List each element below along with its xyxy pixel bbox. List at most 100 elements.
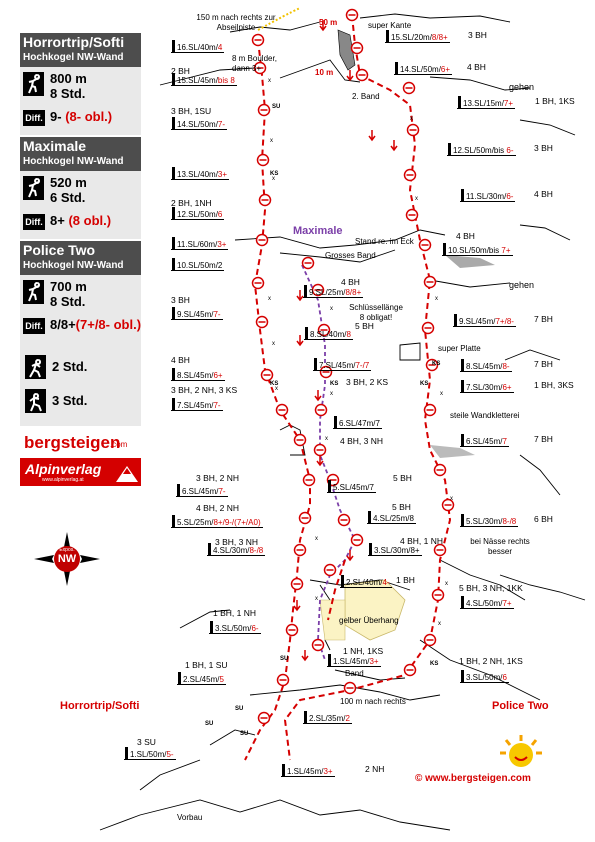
pitch-bar-icon bbox=[172, 398, 175, 410]
pitch-number: 1.SL/50m/ bbox=[130, 750, 167, 759]
pitch-number: 7.SL/30m/ bbox=[466, 383, 503, 392]
bolt-marker-icon: x bbox=[272, 176, 275, 182]
pitch-grade: 8-/8 bbox=[502, 517, 517, 526]
note-10m: 10 m bbox=[315, 68, 334, 77]
pitch-number: 1.SL/45m/ bbox=[287, 767, 324, 776]
bergsteigen-logo: bergsteigen .com bbox=[24, 433, 128, 452]
pitch-number: 15.SL/20m/ bbox=[391, 33, 432, 42]
route-label-maximale: Maximale bbox=[293, 225, 343, 237]
bolt-marker-icon: x bbox=[315, 536, 318, 542]
maximale-pitch-label: 4.SL/25m/8 bbox=[367, 511, 416, 524]
alpinverlag-logo: Alpinverlag www.alpinverlag.at bbox=[20, 458, 141, 486]
pitch-number: 4.SL/30m/ bbox=[213, 546, 250, 555]
pitch-protection: 3 BH, 3 NH bbox=[215, 537, 258, 547]
bolt-marker-icon: x bbox=[330, 306, 333, 312]
pitch-number: 8.SL/45m/ bbox=[177, 371, 214, 380]
pitch-number: 8.SL/40m/ bbox=[310, 330, 347, 339]
pitch-bar-icon bbox=[177, 484, 180, 496]
pitch-number: 16.SL/40m/ bbox=[177, 43, 218, 52]
police-two-pitch-label: 3.SL/50m/6 bbox=[460, 670, 509, 683]
pitch-grade: 8- bbox=[502, 362, 510, 371]
note-boulder: 8 m Boulder, dann 3+ bbox=[232, 54, 277, 73]
rock-shadow bbox=[430, 445, 475, 458]
horrortrip-pitch-label: 5.SL/25m/8+/9-/(7+/A0) bbox=[171, 515, 263, 528]
note-super-kante: super Kante bbox=[368, 21, 412, 30]
horrortrip-pitch-label: 1.SL/50m/5- bbox=[124, 747, 176, 760]
bolt-marker-icon: x bbox=[268, 296, 271, 302]
pitch-protection: 3 BH bbox=[468, 30, 487, 40]
police-two-pitch-label: 8.SL/45m/8- bbox=[460, 359, 512, 372]
route-grade-obligatory: (8- obl.) bbox=[65, 109, 113, 124]
rock-line bbox=[334, 669, 406, 681]
difficulty-icon: Diff. bbox=[23, 110, 45, 126]
horrortrip-pitch-label: 6.SL/45m/7- bbox=[176, 484, 228, 497]
ks-marker: KS bbox=[432, 361, 440, 367]
horrortrip-pitch-label: 8.SL/45m/6+ bbox=[171, 368, 225, 381]
pitch-number: 5.SL/45m/ bbox=[333, 483, 370, 492]
pitch-bar-icon bbox=[172, 40, 175, 52]
pitch-grade: 7-/7 bbox=[355, 361, 370, 370]
route-info-horrortrip: Horrortrip/Softi Hochkogel NW-Wand 800 m… bbox=[20, 33, 141, 135]
descent-arrow-icon bbox=[368, 130, 376, 142]
police-two-pitch-label: 14.SL/50m/6+ bbox=[394, 62, 453, 75]
pitch-number: 8.SL/45m/ bbox=[466, 362, 503, 371]
police-two-pitch-label: 2.SL/35m/2 bbox=[303, 711, 352, 724]
police-two-pitch-label: 15.SL/20m/8/8+ bbox=[385, 30, 450, 43]
horrortrip-pitch-label: 12.SL/50m/6 bbox=[171, 207, 225, 220]
rock-line bbox=[519, 454, 561, 496]
route-name: Maximale bbox=[23, 138, 87, 154]
rock-line bbox=[429, 76, 531, 91]
pitch-protection: 3 BH, 2 NH, 3 KS bbox=[171, 385, 238, 395]
descent-arrow-icon bbox=[296, 335, 304, 347]
rock-line bbox=[159, 67, 256, 86]
police-two-pitch-label: 6.SL/45m/7 bbox=[460, 434, 509, 447]
pitch-grade: 6+ bbox=[213, 371, 223, 380]
pitch-number: 9.SL/45m/ bbox=[459, 317, 496, 326]
pitch-protection: 3 BH, 1SU bbox=[171, 106, 212, 116]
note-stand: Stand re. im Eck bbox=[355, 237, 414, 246]
pitch-grade: 8 bbox=[346, 330, 351, 339]
pitch-number: 13.SL/40m/ bbox=[177, 170, 218, 179]
pitch-number: 12.SL/50m/ bbox=[177, 210, 218, 219]
bolt-marker-icon: x bbox=[410, 116, 413, 122]
police-two-pitch-label: 11.SL/30m/6- bbox=[460, 189, 516, 202]
pitch-bar-icon bbox=[328, 654, 331, 666]
pitch-number: 10.SL/50m/ bbox=[177, 261, 218, 270]
pitch-number: 2.SL/40m/ bbox=[346, 578, 383, 587]
police-two-pitch-label: 1.SL/45m/3+ bbox=[281, 764, 335, 777]
descent-arrow-icon bbox=[319, 20, 327, 32]
pitch-protection: 3 BH bbox=[171, 295, 190, 305]
pitch-grade: 5- bbox=[166, 750, 174, 759]
pitch-number: 9.SL/25m/ bbox=[309, 288, 346, 297]
pitch-number: 9.SL/45m/ bbox=[177, 310, 214, 319]
rock-line bbox=[209, 729, 256, 746]
exposure-direction: NW bbox=[57, 553, 77, 565]
pitch-protection: 3 BH bbox=[534, 143, 553, 153]
bolt-marker-icon: x bbox=[315, 596, 318, 602]
pitch-number: 13.SL/15m/ bbox=[463, 99, 504, 108]
note-grosses-band: Grosses Band bbox=[325, 251, 376, 260]
rock-line bbox=[504, 349, 561, 361]
pitch-bar-icon bbox=[305, 327, 308, 339]
maximale-pitch-label: 6.SL/47m/7 bbox=[333, 416, 382, 429]
pitch-grade: 5 bbox=[219, 675, 224, 684]
bolt-marker-icon: x bbox=[272, 341, 275, 347]
rock-line bbox=[279, 249, 396, 263]
note-band-2: 2. Band bbox=[352, 92, 380, 101]
route-grade-obligatory: (7+/8- obl.) bbox=[75, 317, 142, 332]
pitch-protection: 3 BH, 2 KS bbox=[346, 377, 389, 387]
descent-arrow-icon bbox=[346, 550, 354, 562]
pitch-grade: 7 bbox=[369, 483, 374, 492]
rock-line bbox=[359, 13, 511, 23]
note-gehen: gehen bbox=[509, 82, 535, 92]
police-two-pitch-label: 9.SL/45m/7+/8- bbox=[453, 314, 516, 327]
rock-shadow bbox=[445, 255, 495, 268]
pitch-number: 15.SL/45m/ bbox=[177, 76, 218, 85]
route-time: 8 Std. bbox=[50, 86, 86, 101]
pitch-number: 7.SL/45m/ bbox=[177, 401, 214, 410]
maximale-pitch-label: 3.SL/30m/8+ bbox=[368, 543, 422, 556]
ks-marker: KS bbox=[430, 661, 438, 667]
